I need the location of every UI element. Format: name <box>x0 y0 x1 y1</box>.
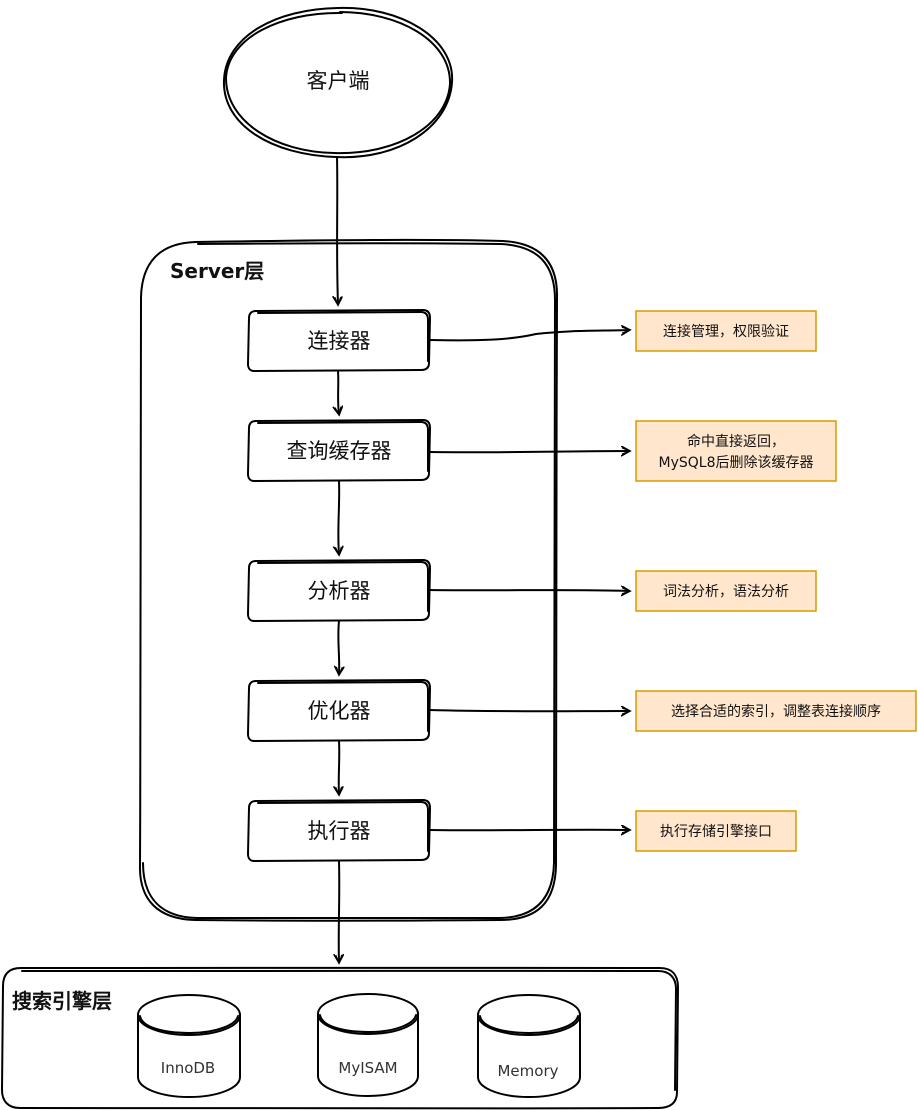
arrow-connector-note <box>429 330 629 342</box>
note-analyzer-text: 词法分析，语法分析 <box>663 584 789 600</box>
query-cache-label: 查询缓存器 <box>287 439 392 463</box>
arrow-executor-note <box>429 830 629 831</box>
flow-arrows <box>337 156 340 962</box>
server-layer-title: Server层 <box>170 259 264 283</box>
note-arrows <box>429 330 629 831</box>
note-executor-text: 执行存储引擎接口 <box>660 823 772 840</box>
component-optimizer: 优化器 <box>247 679 431 742</box>
arrow-cache-note <box>429 451 629 452</box>
arrow-optimizer-note <box>429 710 629 711</box>
component-connector: 连接器 <box>247 309 431 372</box>
arrow-cache-to-analyzer <box>338 480 339 554</box>
engine-memory: Memory <box>477 994 581 1098</box>
arrow-executor-to-engines <box>339 860 340 962</box>
connector-label: 连接器 <box>308 329 371 353</box>
client-node: 客户端 <box>222 6 454 159</box>
arrow-connector-to-cache <box>338 370 339 414</box>
component-analyzer: 分析器 <box>247 559 431 622</box>
note-query-cache: 命中直接返回， MySQL8后删除该缓存器 <box>635 420 837 482</box>
engine-memory-label: Memory <box>497 1062 558 1080</box>
engine-layer: 搜索引擎层 <box>1 966 679 1110</box>
note-query-cache-line2: MySQL8后删除该缓存器 <box>659 455 814 471</box>
arrow-client-to-connector <box>337 156 338 304</box>
client-label: 客户端 <box>307 69 370 93</box>
note-connector: 连接管理，权限验证 <box>635 310 817 352</box>
analyzer-label: 分析器 <box>308 579 371 603</box>
engine-innodb-label: InnoDB <box>161 1059 215 1077</box>
note-connector-text: 连接管理，权限验证 <box>663 323 789 340</box>
component-query-cache: 查询缓存器 <box>247 419 431 482</box>
arrow-analyzer-note <box>429 590 629 591</box>
note-optimizer: 选择合适的索引，调整表连接顺序 <box>635 690 917 732</box>
engine-layer-title: 搜索引擎层 <box>12 989 112 1013</box>
note-query-cache-line1: 命中直接返回， <box>687 433 785 450</box>
engine-myisam-label: MyISAM <box>338 1059 397 1077</box>
engine-innodb: InnoDB <box>137 994 241 1098</box>
note-optimizer-text: 选择合适的索引，调整表连接顺序 <box>671 703 881 720</box>
executor-label: 执行器 <box>308 819 371 843</box>
note-executor: 执行存储引擎接口 <box>635 810 797 852</box>
server-layer: Server层 <box>138 238 559 922</box>
arrow-analyzer-to-optimizer <box>338 620 339 674</box>
note-analyzer: 词法分析，语法分析 <box>635 570 817 612</box>
engine-myisam: MyISAM <box>317 993 419 1097</box>
optimizer-label: 优化器 <box>308 699 371 723</box>
arrow-optimizer-to-executor <box>339 740 340 794</box>
component-executor: 执行器 <box>247 799 431 862</box>
